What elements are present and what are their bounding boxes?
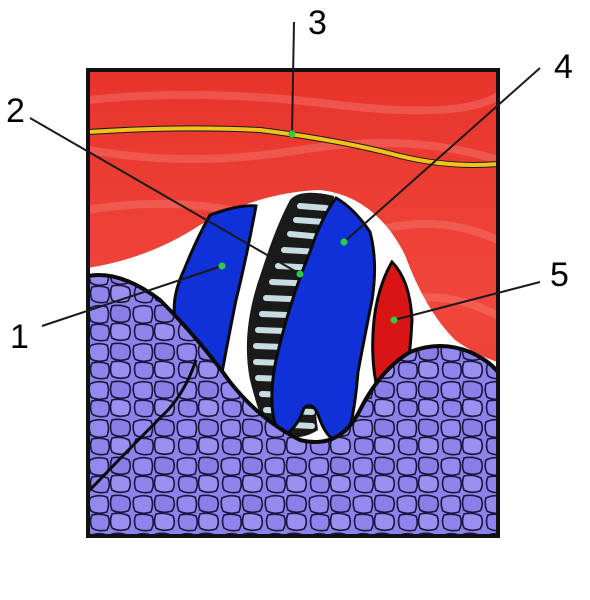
label-5: 5 xyxy=(550,256,569,294)
leader-dots xyxy=(218,130,398,324)
dot-3 xyxy=(288,130,296,138)
leader-3 xyxy=(291,21,295,135)
label-1: 1 xyxy=(10,318,29,356)
leader-4 xyxy=(343,67,541,243)
dot-4 xyxy=(340,238,348,246)
dot-2 xyxy=(296,270,304,278)
muscle-texture xyxy=(88,90,498,320)
leader-5 xyxy=(393,281,541,321)
label-2: 2 xyxy=(6,92,25,130)
dot-1 xyxy=(218,262,226,270)
bone xyxy=(88,273,498,536)
leader-1 xyxy=(41,265,223,327)
label-4: 4 xyxy=(554,48,573,86)
vein-right xyxy=(270,196,377,443)
dot-5 xyxy=(390,316,398,324)
leader-2 xyxy=(29,117,301,275)
label-3: 3 xyxy=(308,4,327,42)
leader-lines xyxy=(29,21,541,327)
bone-fissure xyxy=(88,359,198,494)
